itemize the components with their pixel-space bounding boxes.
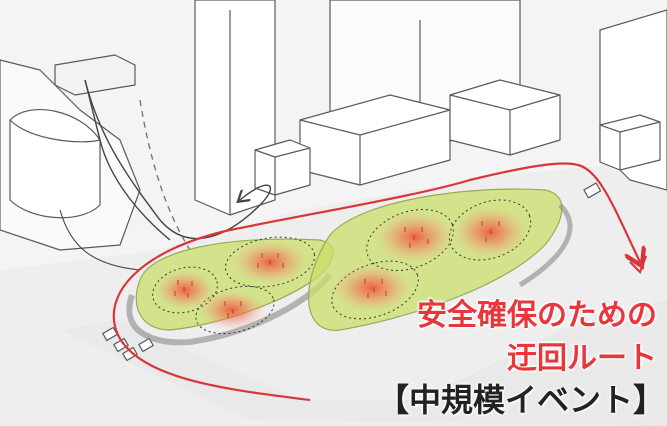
- event-scale-label: 【中規模イベント】: [376, 381, 665, 419]
- crowd-zone-outlines: [152, 199, 532, 335]
- detour-route-line: [112, 162, 640, 402]
- buildings: [0, 0, 667, 362]
- lower-road: [60, 300, 667, 426]
- detour-annotation-line2: 迂回ルート: [507, 341, 657, 376]
- detour-annotation-line1: 安全確保のための: [417, 298, 657, 333]
- route-arrowhead: [629, 255, 648, 274]
- people-marks: [174, 221, 500, 318]
